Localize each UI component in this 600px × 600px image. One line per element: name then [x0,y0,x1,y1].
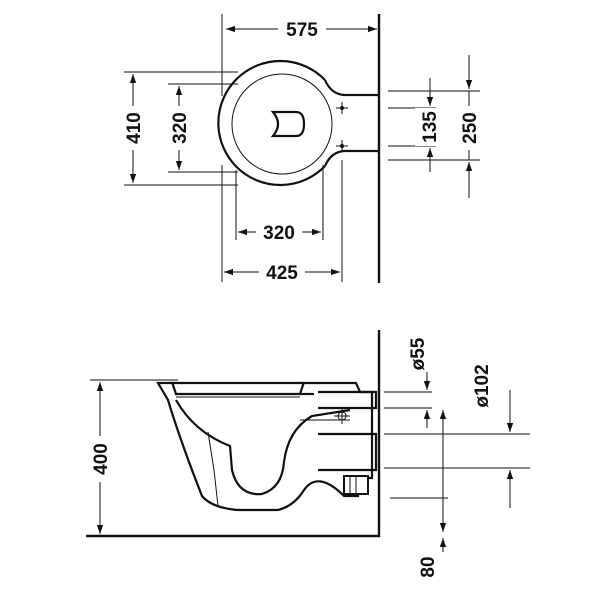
side-view-extension-lines [90,379,530,499]
dimension-135: 135 [415,78,443,172]
fixing-point-lower [336,140,348,152]
dimension-label-410: 410 [124,112,145,144]
drain-opening [270,110,306,138]
dimension-label-400: 400 [91,443,112,475]
toilet-side-profile [156,381,378,512]
dimension-250: 250 [456,55,484,198]
dimension-diameter-55: ø55 [408,337,431,428]
dimension-diameter-102: ø102 [472,364,514,508]
dimension-320-horizontal: 320 [238,221,321,244]
dimension-575: 575 [226,18,377,41]
bowl-inner-rim [231,73,333,175]
dimension-label-250: 250 [460,112,481,144]
dimension-label-diameter-102: ø102 [472,364,493,407]
dimension-label-320-horizontal: 320 [263,223,295,244]
dimension-label-135: 135 [420,111,441,143]
dimension-label-320-vertical: 320 [170,112,191,144]
dimension-label-425: 425 [266,263,298,284]
dimension-400: 400 [86,382,114,534]
dimension-label-diameter-55: ø55 [408,337,429,370]
dimension-320-vertical: 320 [166,86,192,170]
dimension-label-80: 80 [418,556,439,577]
side-view: 400 ø55 ø102 80 [86,330,530,584]
dimension-410: 410 [120,74,146,183]
bowl-outline [217,59,379,187]
top-view: 575 410 320 135 250 [120,14,484,284]
dimension-label-575: 575 [286,20,318,41]
fixing-point-upper [336,102,348,114]
dimension-425: 425 [224,261,340,284]
dimension-80: 80 [418,410,458,584]
